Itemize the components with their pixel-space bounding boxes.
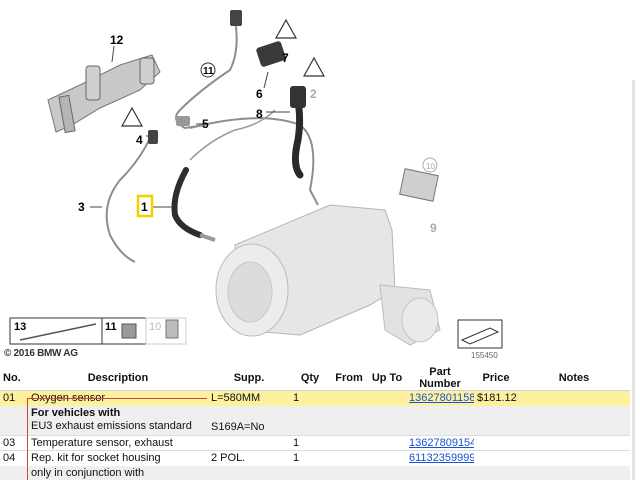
cell-description: Temperature sensor, exhaust (28, 435, 208, 451)
exploded-view-illustration: 12 (9, 10, 503, 360)
connector-4-icon (148, 130, 158, 144)
part-number-link[interactable]: 61132359999 (409, 452, 474, 465)
legend-box-10[interactable]: 10 (145, 317, 187, 345)
cell-supp: 2 POL. (208, 450, 290, 466)
cell-supp: S169A=No (208, 405, 290, 436)
callout-2[interactable]: 2 (310, 87, 317, 101)
callout-8[interactable]: 8 (256, 107, 263, 121)
table-note-row: For vehicles with EU3 exhaust emissions … (0, 405, 630, 436)
sensor-5-icon (176, 116, 190, 126)
table-row[interactable]: 01 Oxygen sensor L=580MM 1 13627801158 $… (0, 390, 630, 406)
table-header-row: No. Description Supp. Qty From Up To Par… (0, 366, 630, 391)
table-row[interactable]: 03 Temperature sensor, exhaust 1 1362780… (0, 435, 630, 451)
connector-11-icon (230, 10, 242, 26)
col-header-price: Price (474, 366, 518, 391)
col-header-from: From (330, 366, 368, 391)
cell-from (330, 390, 368, 406)
cell-price (474, 450, 518, 466)
legend-box-13[interactable]: 13 (9, 317, 103, 345)
cell-no: 03 (0, 435, 28, 451)
annotation-line (27, 398, 28, 480)
cell-part-number: 61132359999 (406, 450, 474, 466)
legend-box-arrow: 155450 (457, 319, 503, 360)
svg-text:10: 10 (149, 321, 161, 333)
cell-supp: L=580MM (208, 390, 290, 406)
cell-upto (368, 390, 406, 406)
callout-4[interactable]: 4 (136, 133, 143, 147)
bracket-12-icon (47, 45, 161, 134)
image-number: 155450 (471, 351, 498, 360)
col-header-notes: Notes (518, 366, 630, 391)
bracket-9-icon (399, 168, 439, 202)
col-header-qty: Qty (290, 366, 330, 391)
callout-11[interactable]: 11 (203, 66, 214, 77)
callout-10[interactable]: 10 (426, 162, 435, 171)
annotation-line (27, 398, 207, 399)
cell-no: 04 (0, 450, 28, 466)
callout-9[interactable]: 9 (430, 221, 437, 235)
svg-text:13: 13 (14, 321, 26, 333)
warning-triangle-icon (120, 18, 326, 127)
table-note-row: only in conjunction with (0, 465, 630, 480)
cell-description: Rep. kit for socket housing (28, 450, 208, 466)
cell-no: 01 (0, 390, 28, 406)
cell-qty: 1 (290, 390, 330, 406)
callout-3[interactable]: 3 (78, 200, 85, 214)
copyright-notice: © 2016 BMW AG (4, 348, 78, 359)
particulate-filter-icon (215, 204, 441, 346)
note-text: only in conjunction with (28, 465, 208, 480)
cell-part-number: 13627801158 (406, 390, 474, 406)
vertical-scrollbar[interactable] (632, 80, 635, 480)
cell-notes (518, 390, 630, 406)
cell-price (474, 435, 518, 451)
part-number-link[interactable]: 13627809154 (409, 437, 474, 449)
legend-box-11[interactable]: 11 (101, 317, 147, 345)
selected-callout-highlight (136, 194, 154, 218)
callout-12[interactable]: 12 (110, 33, 124, 47)
col-header-no: No. (0, 366, 28, 391)
note-text: EU3 exhaust emissions standard (31, 420, 192, 433)
col-header-supp: Supp. (208, 366, 290, 391)
connector-8-icon (290, 86, 306, 108)
part-number-link[interactable]: 13627801158 (409, 392, 474, 405)
col-header-description: Description (28, 366, 208, 391)
note-title: For vehicles with (31, 407, 121, 420)
callout-6[interactable]: 6 (256, 87, 263, 101)
cell-price: $181.12 (474, 390, 518, 406)
callout-5[interactable]: 5 (202, 117, 209, 131)
cell-qty: 1 (290, 450, 330, 466)
callout-7[interactable]: 7 (282, 51, 289, 65)
callout-1[interactable]: 1 (141, 200, 148, 214)
table-row[interactable]: 04 Rep. kit for socket housing 2 POL. 1 … (0, 450, 630, 466)
svg-text:11: 11 (105, 321, 117, 333)
cell-part-number: 13627809154 (406, 435, 474, 451)
cell-supp (208, 435, 290, 451)
connector-6-icon (256, 41, 286, 67)
parts-diagram: 12 (4, 10, 503, 360)
parts-table: No. Description Supp. Qty From Up To Par… (0, 366, 630, 480)
cell-qty: 1 (290, 435, 330, 451)
col-header-upto: Up To (368, 366, 406, 391)
col-header-part-number: Part Number (406, 366, 474, 391)
